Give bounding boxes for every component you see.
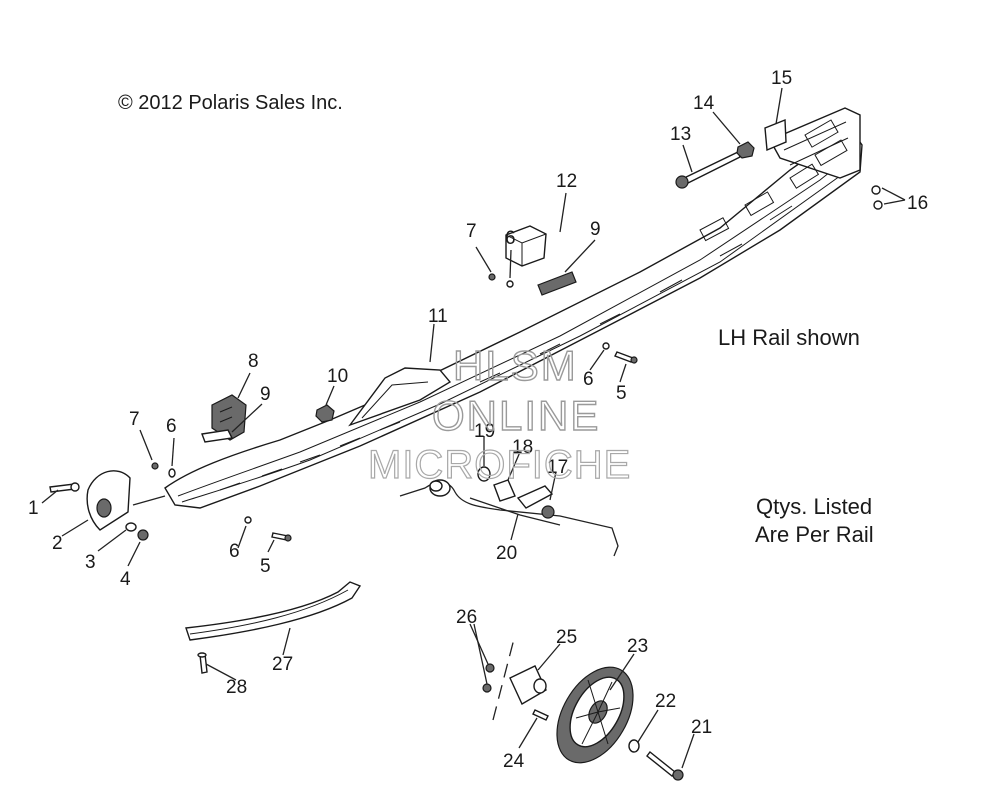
watermark-line2: ONLINE <box>432 392 600 439</box>
watermark: HLSM ONLINE MICROFICHE <box>367 341 631 487</box>
leader-lines <box>41 87 906 769</box>
washer-6a <box>168 468 176 478</box>
nut-4 <box>137 529 149 541</box>
callout-12: 12 <box>556 171 577 192</box>
callout-6b: 6 <box>229 541 240 562</box>
nut-14 <box>736 141 755 159</box>
callout-20: 20 <box>496 543 517 564</box>
callout-25: 25 <box>556 627 577 648</box>
washer-19 <box>477 466 491 482</box>
axis-line <box>492 634 516 721</box>
washer-6c <box>506 280 514 288</box>
callout-7a: 7 <box>129 409 140 430</box>
callout-5b: 5 <box>616 383 627 404</box>
wear-strip-27 <box>185 581 362 641</box>
callout-5a: 5 <box>260 556 271 577</box>
qtys-note-line1: Qtys. Listed <box>756 494 872 519</box>
block-12 <box>505 225 547 267</box>
watermark-line3: MICROFICHE <box>368 443 631 487</box>
callout-3: 3 <box>85 552 96 573</box>
bolt-24 <box>532 709 549 721</box>
callout-22: 22 <box>655 691 676 712</box>
callout-16: 16 <box>907 193 928 214</box>
callout-27: 27 <box>272 654 293 675</box>
nut-10 <box>315 404 335 423</box>
rail-shown-note: LH Rail shown <box>718 325 860 350</box>
bolt-1 <box>49 482 80 493</box>
pin-7a <box>151 462 159 470</box>
callout-13: 13 <box>670 124 691 145</box>
washer-6d <box>602 342 610 350</box>
bracket-15 <box>764 118 787 152</box>
wheel-23 <box>556 666 634 764</box>
bolt-5a <box>271 532 292 542</box>
callout-1: 1 <box>28 498 39 519</box>
insert-9b <box>537 271 577 296</box>
callout-9a: 9 <box>260 384 271 405</box>
callout-21: 21 <box>691 717 712 738</box>
washer-22 <box>628 739 640 753</box>
callout-6c: 6 <box>505 228 516 249</box>
bumper-8 <box>211 394 247 441</box>
nuts-26 <box>482 663 495 693</box>
callout-6a: 6 <box>166 416 177 437</box>
pin-7b <box>488 273 496 281</box>
watermark-line1: HLSM <box>453 342 578 389</box>
callout-23: 23 <box>627 636 648 657</box>
bolt-28 <box>197 652 208 674</box>
callout-10: 10 <box>327 366 348 387</box>
callout-4: 4 <box>120 569 131 590</box>
callout-17: 17 <box>547 457 568 478</box>
callout-24: 24 <box>503 751 525 772</box>
bolts-16 <box>871 185 883 210</box>
callout-28: 28 <box>226 677 247 698</box>
torsion-spring-20 <box>399 479 619 557</box>
qtys-note-line2: Are Per Rail <box>755 522 874 547</box>
callout-15: 15 <box>771 68 792 89</box>
callout-labels: 1 2 3 4 7 6 6 5 8 9 10 11 7 6 12 9 13 14… <box>28 68 928 772</box>
slide-rail <box>164 107 863 509</box>
front-cap <box>86 470 131 531</box>
callout-26: 26 <box>456 607 477 628</box>
washer-6b <box>244 516 252 524</box>
callout-2: 2 <box>52 533 63 554</box>
axle-bracket-25 <box>509 665 547 705</box>
callout-18: 18 <box>512 437 533 458</box>
callout-8: 8 <box>248 351 259 372</box>
nut-17 <box>516 485 555 519</box>
bushing-18 <box>493 479 516 502</box>
copyright-text: © 2012 Polaris Sales Inc. <box>118 92 343 114</box>
callout-6d: 6 <box>583 369 594 390</box>
insert-9a <box>201 429 234 443</box>
bolt-21 <box>646 751 684 781</box>
callout-14: 14 <box>693 93 715 114</box>
callout-7b: 7 <box>466 221 477 242</box>
bolt-13 <box>675 151 741 189</box>
callout-11: 11 <box>428 306 448 327</box>
callout-19: 19 <box>474 421 495 442</box>
bolt-5b <box>614 351 638 364</box>
washer-3 <box>125 522 137 532</box>
callout-9b: 9 <box>590 219 601 240</box>
